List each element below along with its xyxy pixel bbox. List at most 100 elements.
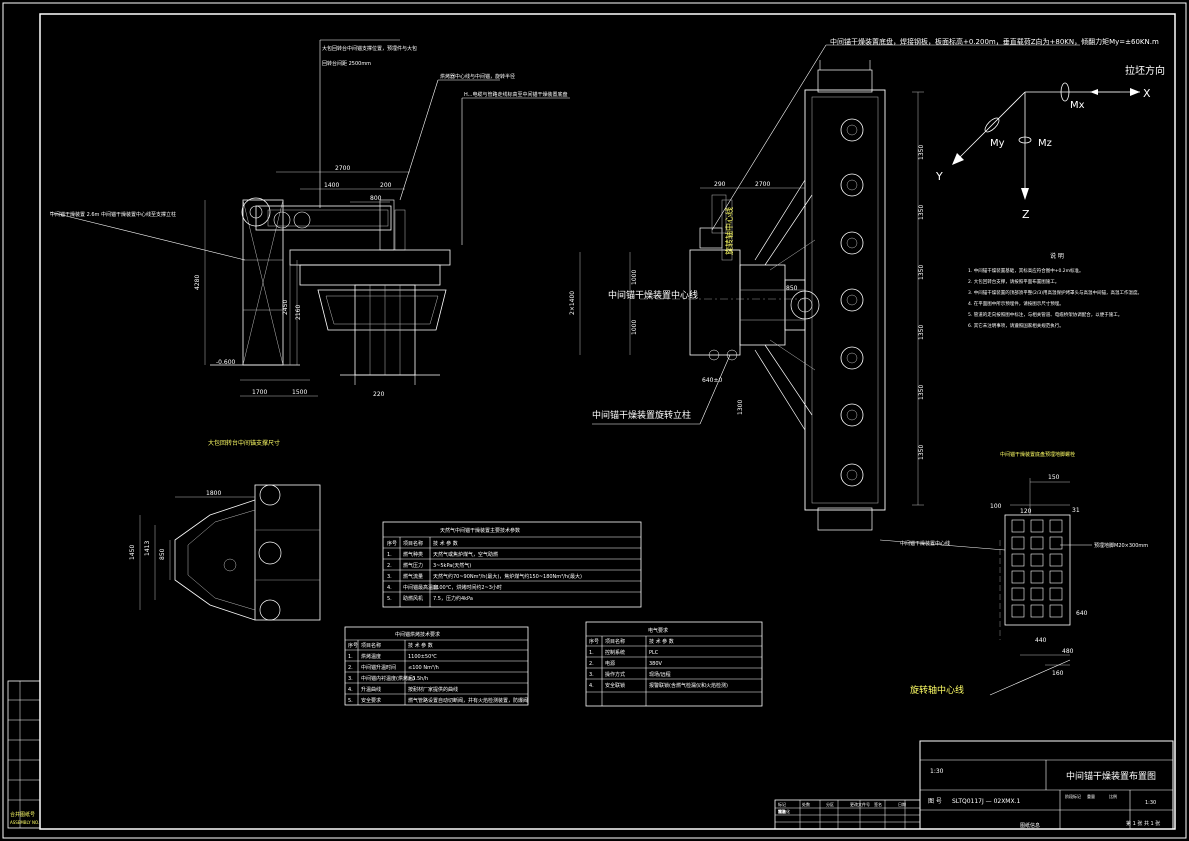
table-cell: 电源 bbox=[605, 660, 615, 667]
table-cell: ≤100 Nm³/h bbox=[408, 665, 439, 671]
table-header-cell: 序号 bbox=[589, 638, 599, 645]
table-cell: 控制系统 bbox=[605, 649, 625, 656]
anchor-bolt-pocket bbox=[1011, 604, 1025, 618]
dim-1500: 1500 bbox=[292, 389, 307, 396]
beam-hole bbox=[840, 288, 864, 312]
dim-1350-d: 1350 bbox=[918, 325, 925, 340]
dim-1000a: 1000 bbox=[631, 270, 638, 285]
sheet-count: 第 1 张 共 1 张 bbox=[1126, 820, 1160, 827]
note-item: 6. 其它未注明事项，请遵照国家相关规范执行。 bbox=[968, 322, 1064, 329]
dim-100: 100 bbox=[990, 503, 1002, 510]
device-pivot-column-label: 中间锚干燥装置旋转立柱 bbox=[592, 409, 691, 421]
callout-top-left-4: H...电缆与管路走线标高至中间锚干燥装置底盘 bbox=[464, 91, 567, 98]
table-cell: 380V bbox=[649, 661, 663, 667]
table-cell: ≥3.5h/h bbox=[408, 676, 428, 682]
table-main-title: 天然气中间锚干燥装置主要技术参数 bbox=[440, 527, 520, 534]
side-stamp-label: 合并图纸号 bbox=[10, 811, 35, 818]
title-block-cell: 阶段标记 bbox=[1065, 793, 1081, 799]
table-cell: 7.5，压力约4kPa bbox=[433, 595, 473, 602]
table-cell: 燃气流量 bbox=[403, 573, 423, 580]
dim-4280: 4280 bbox=[194, 275, 201, 290]
axis-triad bbox=[952, 82, 1140, 200]
beam-hole-inner bbox=[846, 469, 858, 481]
anchor-bolt-pocket bbox=[1049, 587, 1063, 601]
beam-hole bbox=[840, 346, 864, 370]
table-left-title: 中间锚烘烤技术要求 bbox=[395, 631, 440, 638]
title-block-cell: 批准 bbox=[778, 808, 786, 814]
dim-2700-right: 2700 bbox=[755, 181, 770, 188]
title-block-cell: 设计 bbox=[778, 808, 786, 814]
dim-minus-600: -0.600 bbox=[216, 359, 236, 366]
anchor-bolt-pocket bbox=[1011, 553, 1025, 567]
dim-1350-f: 1350 bbox=[918, 445, 925, 460]
small-support-view: 大包回转台中间锚支撑尺寸 1450 1413 850 1800 bbox=[129, 439, 321, 621]
axis-mz-label: Mz bbox=[1038, 138, 1052, 149]
table-cell: 安全联锁 bbox=[605, 682, 625, 689]
table-cell: 1100±50℃ bbox=[408, 654, 437, 660]
dim-1700: 1700 bbox=[252, 389, 267, 396]
table-cell: 3. bbox=[589, 672, 594, 678]
title-block-cell: 分区 bbox=[826, 801, 834, 807]
table-cell: 3~5kPa(天然气) bbox=[433, 562, 471, 569]
table-header-cell: 项目名称 bbox=[361, 642, 381, 649]
beam-hole-inner bbox=[846, 124, 858, 136]
title-block-stamp: 1:30 bbox=[930, 768, 944, 775]
small-view-title: 大包回转台中间锚支撑尺寸 bbox=[208, 439, 280, 447]
dim-200: 200 bbox=[380, 182, 392, 189]
beam-hole-inner bbox=[846, 237, 858, 249]
bolt-note: 预埋地脚M20×300mm bbox=[1094, 542, 1148, 549]
anchor-bolt-pocket bbox=[1030, 553, 1044, 567]
anchor-bolt-pocket bbox=[1049, 604, 1063, 618]
dim-2x1400: 2×1400 bbox=[569, 291, 576, 315]
title-block-cell: 比例 bbox=[1109, 793, 1117, 799]
rotation-axis-label: 旋转轴中心线 bbox=[910, 684, 964, 696]
dim-480: 480 bbox=[1062, 648, 1074, 655]
anchor-bolt-detail: 中间锚干燥装置底盘预埋地脚螺栓 150 120 31 预埋地脚M20×300mm… bbox=[879, 451, 1148, 696]
dim-290: 290 bbox=[714, 181, 726, 188]
dim-440: 440 bbox=[1035, 637, 1047, 644]
table-header-cell: 序号 bbox=[348, 642, 358, 649]
table-cell: 安全要求 bbox=[361, 697, 381, 704]
dim-850: 850 bbox=[786, 285, 798, 292]
drawing-scale: 1:30 bbox=[1145, 800, 1156, 806]
table-cell: 2. bbox=[387, 563, 392, 569]
axis-mx-label: Mx bbox=[1070, 100, 1085, 111]
table-cell: 3. bbox=[387, 574, 392, 580]
dim-1413: 1413 bbox=[144, 541, 151, 556]
title-block-cell: 重量 bbox=[1087, 793, 1095, 799]
beam-hole-inner bbox=[846, 294, 858, 306]
dim-160: 160 bbox=[1052, 670, 1064, 677]
note-item: 4. 在平面图中所示预埋件，请按图示尺寸预埋。 bbox=[968, 300, 1064, 307]
notes-title: 说 明 bbox=[1050, 252, 1064, 260]
dim-1000b: 1000 bbox=[631, 320, 638, 335]
dim-120: 120 bbox=[1020, 508, 1032, 515]
anchor-bolt-pocket bbox=[1030, 587, 1044, 601]
table-cell: 1. bbox=[387, 552, 392, 558]
callout-left-1: 中间锚干燥装置 2.6m 中间锚干燥装置中心线至支撑立柱 bbox=[50, 211, 176, 218]
table-cell: 3. bbox=[348, 676, 353, 682]
title-block-bottom-left: 图纸信息 bbox=[1020, 822, 1040, 829]
table-cell: 中间锚升温时间 bbox=[361, 664, 396, 671]
beam-hole-inner bbox=[846, 179, 858, 191]
dim-2160: 2160 bbox=[295, 305, 302, 320]
table-cell: 4. bbox=[387, 585, 392, 591]
y-arrow-icon bbox=[952, 153, 964, 165]
left-elevation-view: 2700 1400 800 200 bbox=[49, 39, 570, 398]
axis-x-label: X bbox=[1143, 87, 1151, 100]
callout-top: 中间锚干燥装置底盘，焊接钢板，板面标高+0.200m，垂直载荷Z向为+80KN，… bbox=[830, 37, 1159, 46]
title-block-cell: 日期 bbox=[898, 801, 906, 807]
my-moment-icon bbox=[984, 117, 1000, 133]
dim-31: 31 bbox=[1072, 507, 1080, 514]
drawing-title: 中间锚干燥装置布置图 bbox=[1066, 770, 1156, 782]
table-cell: 5. bbox=[348, 698, 353, 704]
title-block-cell: 标准化 bbox=[778, 808, 790, 814]
dim-1400: 1400 bbox=[324, 182, 339, 189]
beam-hole bbox=[840, 118, 864, 142]
axis-z-label: Z bbox=[1022, 208, 1030, 221]
side-stamp: 合并图纸号 ASSEMBLY NO. bbox=[7, 680, 41, 829]
table-cell: 2. bbox=[589, 661, 594, 667]
table-header-cell: 项目名称 bbox=[403, 540, 423, 547]
right-detail-sub: 中间锚干燥装置中心线 bbox=[900, 540, 950, 547]
pull-direction-label: 拉坯方向 bbox=[1125, 64, 1165, 77]
